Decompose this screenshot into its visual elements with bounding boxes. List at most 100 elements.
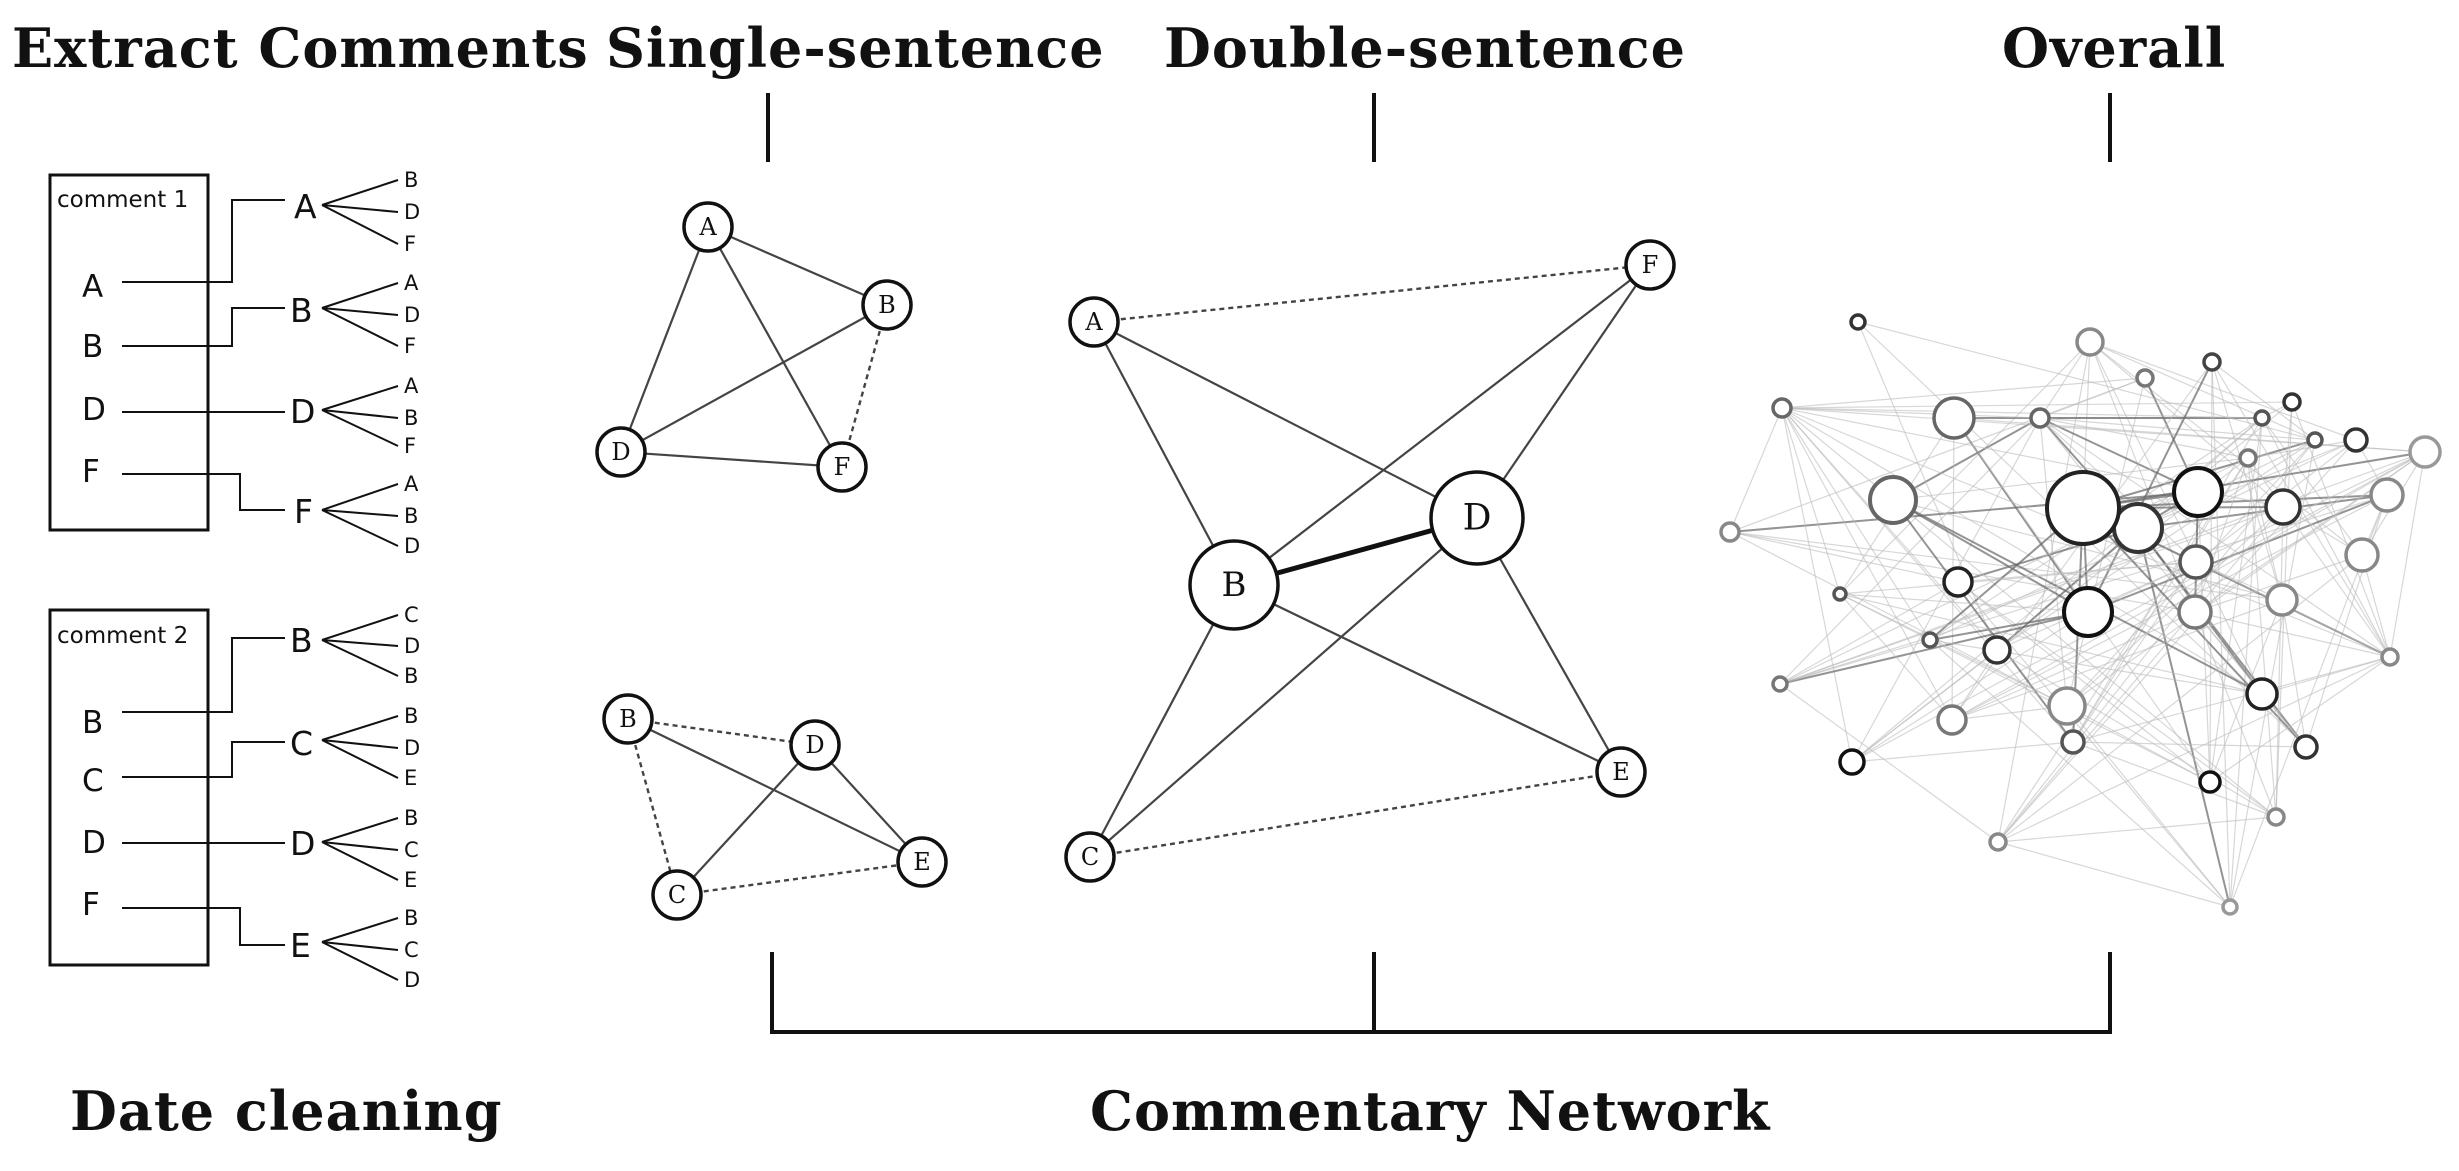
comment-1-leaf: F [404, 232, 416, 256]
overall-edge [2137, 439, 2357, 529]
overall-edge [1729, 377, 2146, 533]
overall-edge [1997, 554, 2363, 843]
comment-1-box [48, 173, 210, 532]
graph-node-label: B [1222, 565, 1247, 605]
comment-2-leaf: D [404, 634, 420, 658]
comment-1-leaf: F [404, 434, 416, 458]
comment-2-leaf: D [404, 736, 420, 760]
overall-edge [1839, 561, 2197, 595]
comment-1-group: comment 1 A B D F A B D F B D F A D F A … [48, 168, 420, 558]
overall-node [2202, 352, 2222, 372]
overall-node [2344, 537, 2380, 573]
comment-2-item: B [82, 705, 103, 741]
comment-1-pair-letter: A [294, 187, 317, 226]
overall-edge [1779, 506, 2284, 685]
overall-edge [2089, 341, 2263, 695]
overall-node [2282, 392, 2302, 412]
overall-node [2253, 409, 2271, 427]
graph-node-label: E [1612, 758, 1630, 786]
overall-node [2075, 327, 2105, 357]
overall-node [2047, 686, 2087, 726]
comment-1-leaf: A [404, 374, 419, 398]
heading-double-sentence: Double-sentence [1164, 16, 1686, 80]
overall-edge [1781, 407, 2263, 695]
heading-commentary-network: Commentary Network [1090, 1079, 1771, 1143]
overall-edge [1779, 451, 2426, 685]
comment-2-item: F [82, 887, 100, 923]
overall-edge [1957, 581, 2231, 908]
heading-single-sentence: Single-sentence [606, 16, 1105, 80]
overall-edge [2039, 417, 2249, 459]
overall-node [1771, 675, 1789, 693]
overall-node [2264, 488, 2302, 526]
overall-edge [2072, 741, 2277, 818]
overall-edge [1996, 649, 2277, 818]
heading-date-cleaning: Date cleaning [70, 1079, 502, 1143]
comment-1-pair-letter: F [294, 492, 313, 531]
overall-node [2062, 586, 2114, 638]
graph-node-label: D [611, 438, 630, 466]
overall-node [2265, 583, 2299, 617]
overall-edge [1997, 841, 2231, 908]
overall-edge [1779, 683, 1999, 843]
comment-1-leaf: A [404, 271, 419, 295]
overall-edge [2066, 705, 2231, 908]
overall-edge [2194, 611, 2391, 658]
comment-2-group: comment 2 B C D F B C D E C D B B D E B … [48, 603, 420, 992]
comment-2-box [48, 608, 210, 967]
overall-edge [1781, 407, 1853, 763]
overall-edge [1839, 341, 2091, 595]
overall-edge [1892, 499, 2074, 743]
overall-edge [1951, 611, 2196, 721]
overall-edge [1997, 341, 2091, 843]
overall-node [1921, 631, 1939, 649]
graph-node-label: C [1081, 843, 1099, 871]
comment-1-leaf: B [404, 406, 418, 430]
comment-1-label: comment 1 [57, 187, 188, 213]
overall-edge [2194, 457, 2249, 613]
overall-edge [1997, 656, 2391, 843]
overall-edge [2261, 417, 2391, 658]
comment-2-item: C [82, 763, 104, 799]
overall-edge [2137, 527, 2231, 908]
comment-2-leaf: E [404, 766, 417, 790]
overall-edge [1839, 593, 2089, 613]
overall-node [2266, 807, 2286, 827]
overall-edge [2211, 361, 2283, 601]
graph-node-label: A [1084, 308, 1103, 336]
overall-edge [1892, 499, 2089, 613]
single-sentence-graph-2: B D C E [602, 693, 948, 921]
overall-edge [1997, 457, 2249, 843]
overall-edge [1997, 816, 2277, 843]
overall-node [1868, 475, 1918, 525]
overall-edge [2039, 417, 2316, 441]
overall-edge [1839, 593, 2263, 695]
overall-node [2369, 477, 2405, 513]
overall-node [2238, 448, 2258, 468]
overall-edge [1781, 377, 2146, 409]
overall-edge [2039, 417, 2199, 493]
overall-node [1832, 586, 1848, 602]
overall-edge [1892, 499, 2283, 601]
comment-2-leaf: B [404, 664, 418, 688]
overall-node [2135, 368, 2155, 388]
comment-2-item: D [82, 825, 106, 861]
overall-edge [2281, 599, 2307, 748]
overall-node [1849, 313, 1867, 331]
overall-edge [1851, 741, 2074, 763]
overall-edge [2389, 451, 2426, 658]
overall-node [2177, 594, 2213, 630]
overall-edge [2194, 554, 2363, 613]
double-sentence-graph: A F B D C E [1064, 239, 1676, 883]
graph-node-label: F [834, 453, 851, 481]
overall-edge [2209, 656, 2391, 783]
comment-2-leaf: C [404, 938, 419, 962]
overall-edge [1892, 417, 2041, 501]
overall-node [2198, 770, 2222, 794]
overall-node [2245, 677, 2279, 711]
comment-1-leaf: A [404, 472, 419, 496]
overall-edge [1729, 491, 2199, 533]
overall-edge [2194, 611, 2277, 818]
comment-2-leaf: C [404, 838, 419, 862]
